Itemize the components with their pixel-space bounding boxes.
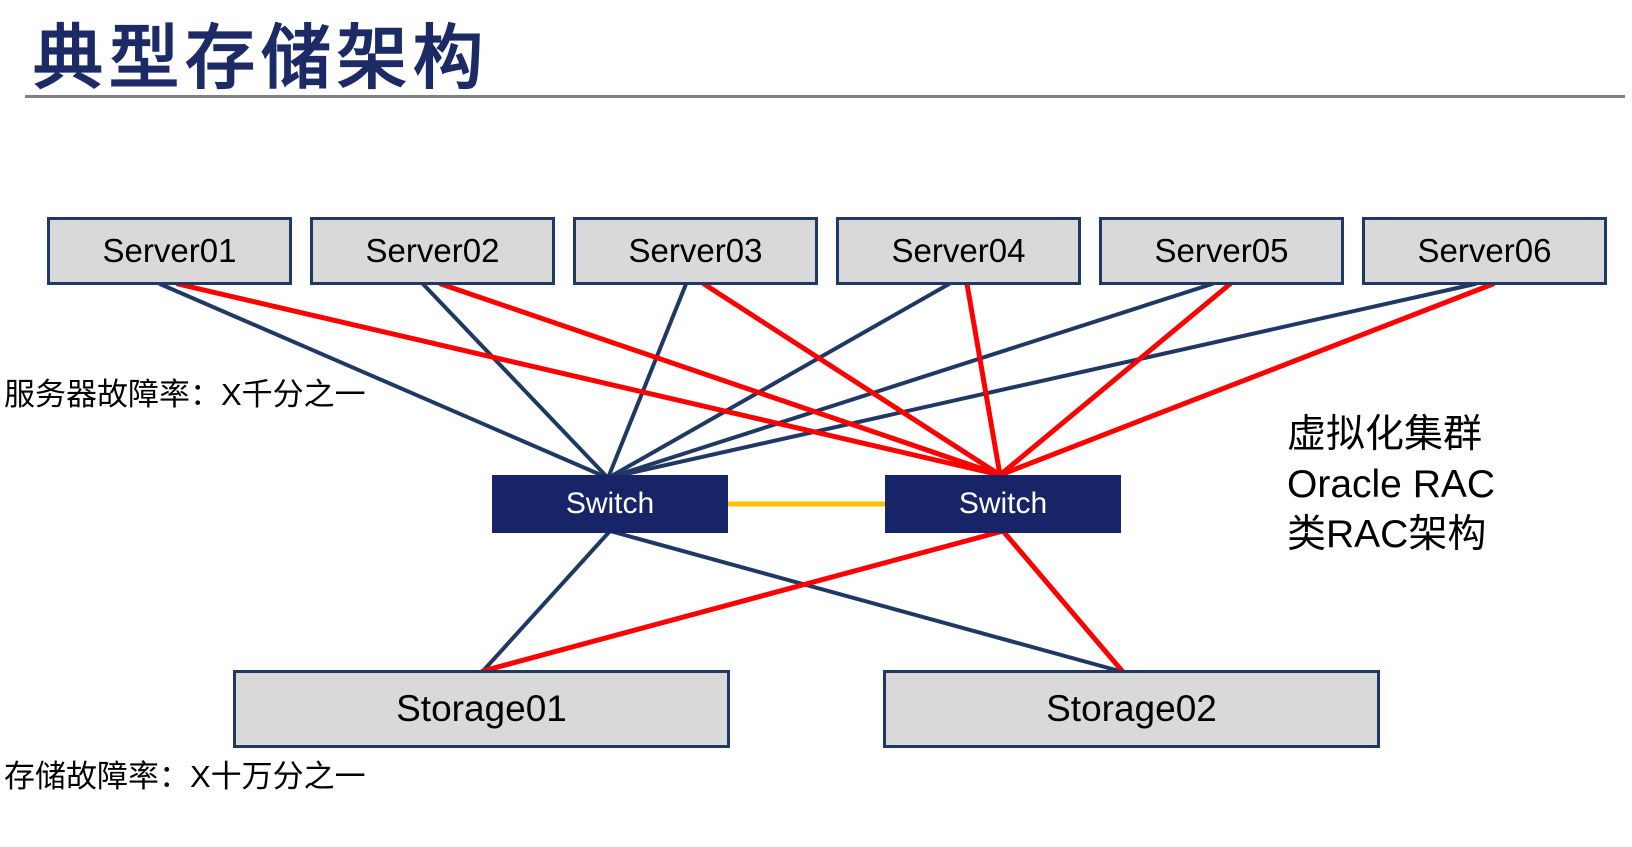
link-switch-2-storage-1: [480, 528, 1006, 674]
storage01-box: Storage01: [233, 670, 730, 748]
page-title: 典型存储架构: [33, 19, 489, 97]
cluster-note: 虚拟化集群 Oracle RAC 类RAC架构: [1287, 410, 1495, 560]
link-switch-2-storage-2: [1000, 528, 1126, 675]
server06-label: Server06: [1417, 232, 1552, 269]
storage02-box: Storage02: [883, 670, 1380, 748]
server06-box: Server06: [1362, 217, 1607, 285]
link-switch-1-storage-1: [481, 529, 612, 673]
server01-label: Server01: [102, 232, 237, 269]
link-server-2-switch-2: [438, 281, 1003, 478]
storage02-label: Storage02: [1046, 688, 1217, 729]
link-server-3-switch-1: [606, 282, 688, 480]
link-server-4-switch-2: [964, 281, 1003, 478]
link-switch-1-storage-2: [608, 529, 1125, 674]
server03-box: Server03: [573, 217, 818, 285]
link-server-4-switch-1: [606, 282, 951, 480]
storage01-label: Storage01: [396, 688, 567, 729]
cluster-note-line-3: 类RAC架构: [1287, 513, 1487, 556]
link-server-3-switch-2: [701, 281, 1003, 478]
server04-box: Server04: [836, 217, 1081, 285]
switch2-box: Switch: [885, 475, 1121, 533]
cluster-note-line-1: 虚拟化集群: [1287, 413, 1483, 456]
server-failure-rate-label: 服务器故障率：X千分之一: [4, 377, 366, 412]
switch1-box: Switch: [492, 475, 728, 533]
link-server-1-switch-1: [158, 282, 610, 480]
link-server-1-switch-2: [175, 281, 1003, 478]
server01-box: Server01: [47, 217, 292, 285]
server03-label: Server03: [628, 232, 763, 269]
link-server-6-switch-2: [997, 281, 1496, 478]
server02-label: Server02: [365, 232, 500, 269]
link-server-2-switch-1: [421, 282, 610, 480]
server02-box: Server02: [310, 217, 555, 285]
cluster-note-line-2: Oracle RAC: [1287, 463, 1496, 506]
server04-label: Server04: [891, 232, 1026, 269]
title-divider: [25, 95, 1625, 98]
link-server-5-switch-1: [606, 282, 1214, 480]
storage-failure-rate-label: 存储故障率：X十万分之一: [4, 759, 366, 794]
switch2-label: Switch: [958, 487, 1048, 520]
server05-label: Server05: [1154, 232, 1289, 269]
server05-box: Server05: [1099, 217, 1344, 285]
link-server-5-switch-2: [997, 281, 1233, 478]
switch1-label: Switch: [565, 487, 655, 520]
link-server-6-switch-1: [606, 282, 1477, 480]
